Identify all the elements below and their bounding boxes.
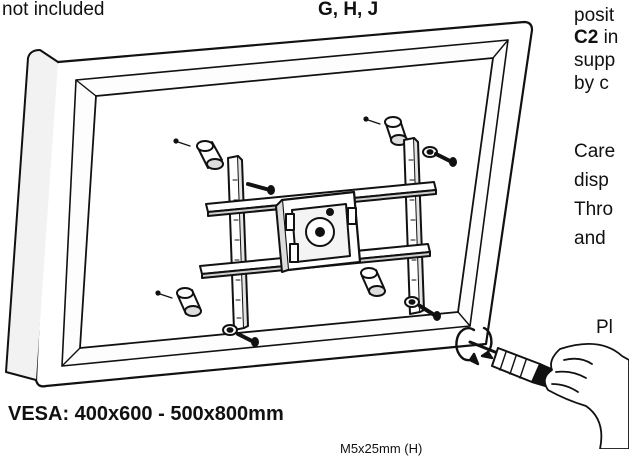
instruction-line-2-rest: in bbox=[598, 27, 619, 48]
instruction-line-4: by c bbox=[574, 73, 609, 94]
parts-caption: G, H, J bbox=[318, 0, 379, 20]
screwdriver-icon bbox=[468, 340, 559, 389]
screw-top-left bbox=[246, 182, 275, 195]
instruction-line-6: disp bbox=[574, 170, 609, 191]
washer-bottom-left bbox=[222, 324, 238, 336]
instruction-line-3: supp bbox=[574, 50, 616, 71]
instruction-line-5: Care bbox=[574, 141, 616, 162]
rail-left bbox=[227, 155, 249, 331]
spacer-bottom-left bbox=[155, 287, 202, 317]
rail-right bbox=[403, 137, 425, 315]
instruction-line-8: and bbox=[574, 228, 606, 249]
screw-bottom-left bbox=[236, 332, 259, 347]
instruction-line-7: Thro bbox=[574, 199, 614, 220]
center-plate bbox=[275, 190, 362, 273]
washer-top-right bbox=[422, 146, 438, 158]
spacer-bottom-right bbox=[360, 267, 386, 297]
screw-top-right bbox=[434, 152, 457, 167]
spacer-top-right bbox=[363, 116, 408, 146]
instruction-line-2: C2 in bbox=[574, 28, 618, 47]
part-code: C2 bbox=[574, 27, 599, 48]
instruction-line-1: posit bbox=[574, 5, 615, 26]
screw-bottom-right bbox=[418, 304, 441, 321]
hand-icon bbox=[543, 343, 629, 449]
vesa-caption: VESA: 400x600 - 500x800mm bbox=[8, 403, 284, 425]
instruction-line-9: Pl bbox=[596, 317, 613, 338]
washer-bottom-right bbox=[404, 296, 420, 308]
spacer-top-left bbox=[173, 138, 224, 170]
rotate-arrow-icon bbox=[455, 326, 494, 366]
not-included-caption: not included bbox=[2, 0, 105, 20]
